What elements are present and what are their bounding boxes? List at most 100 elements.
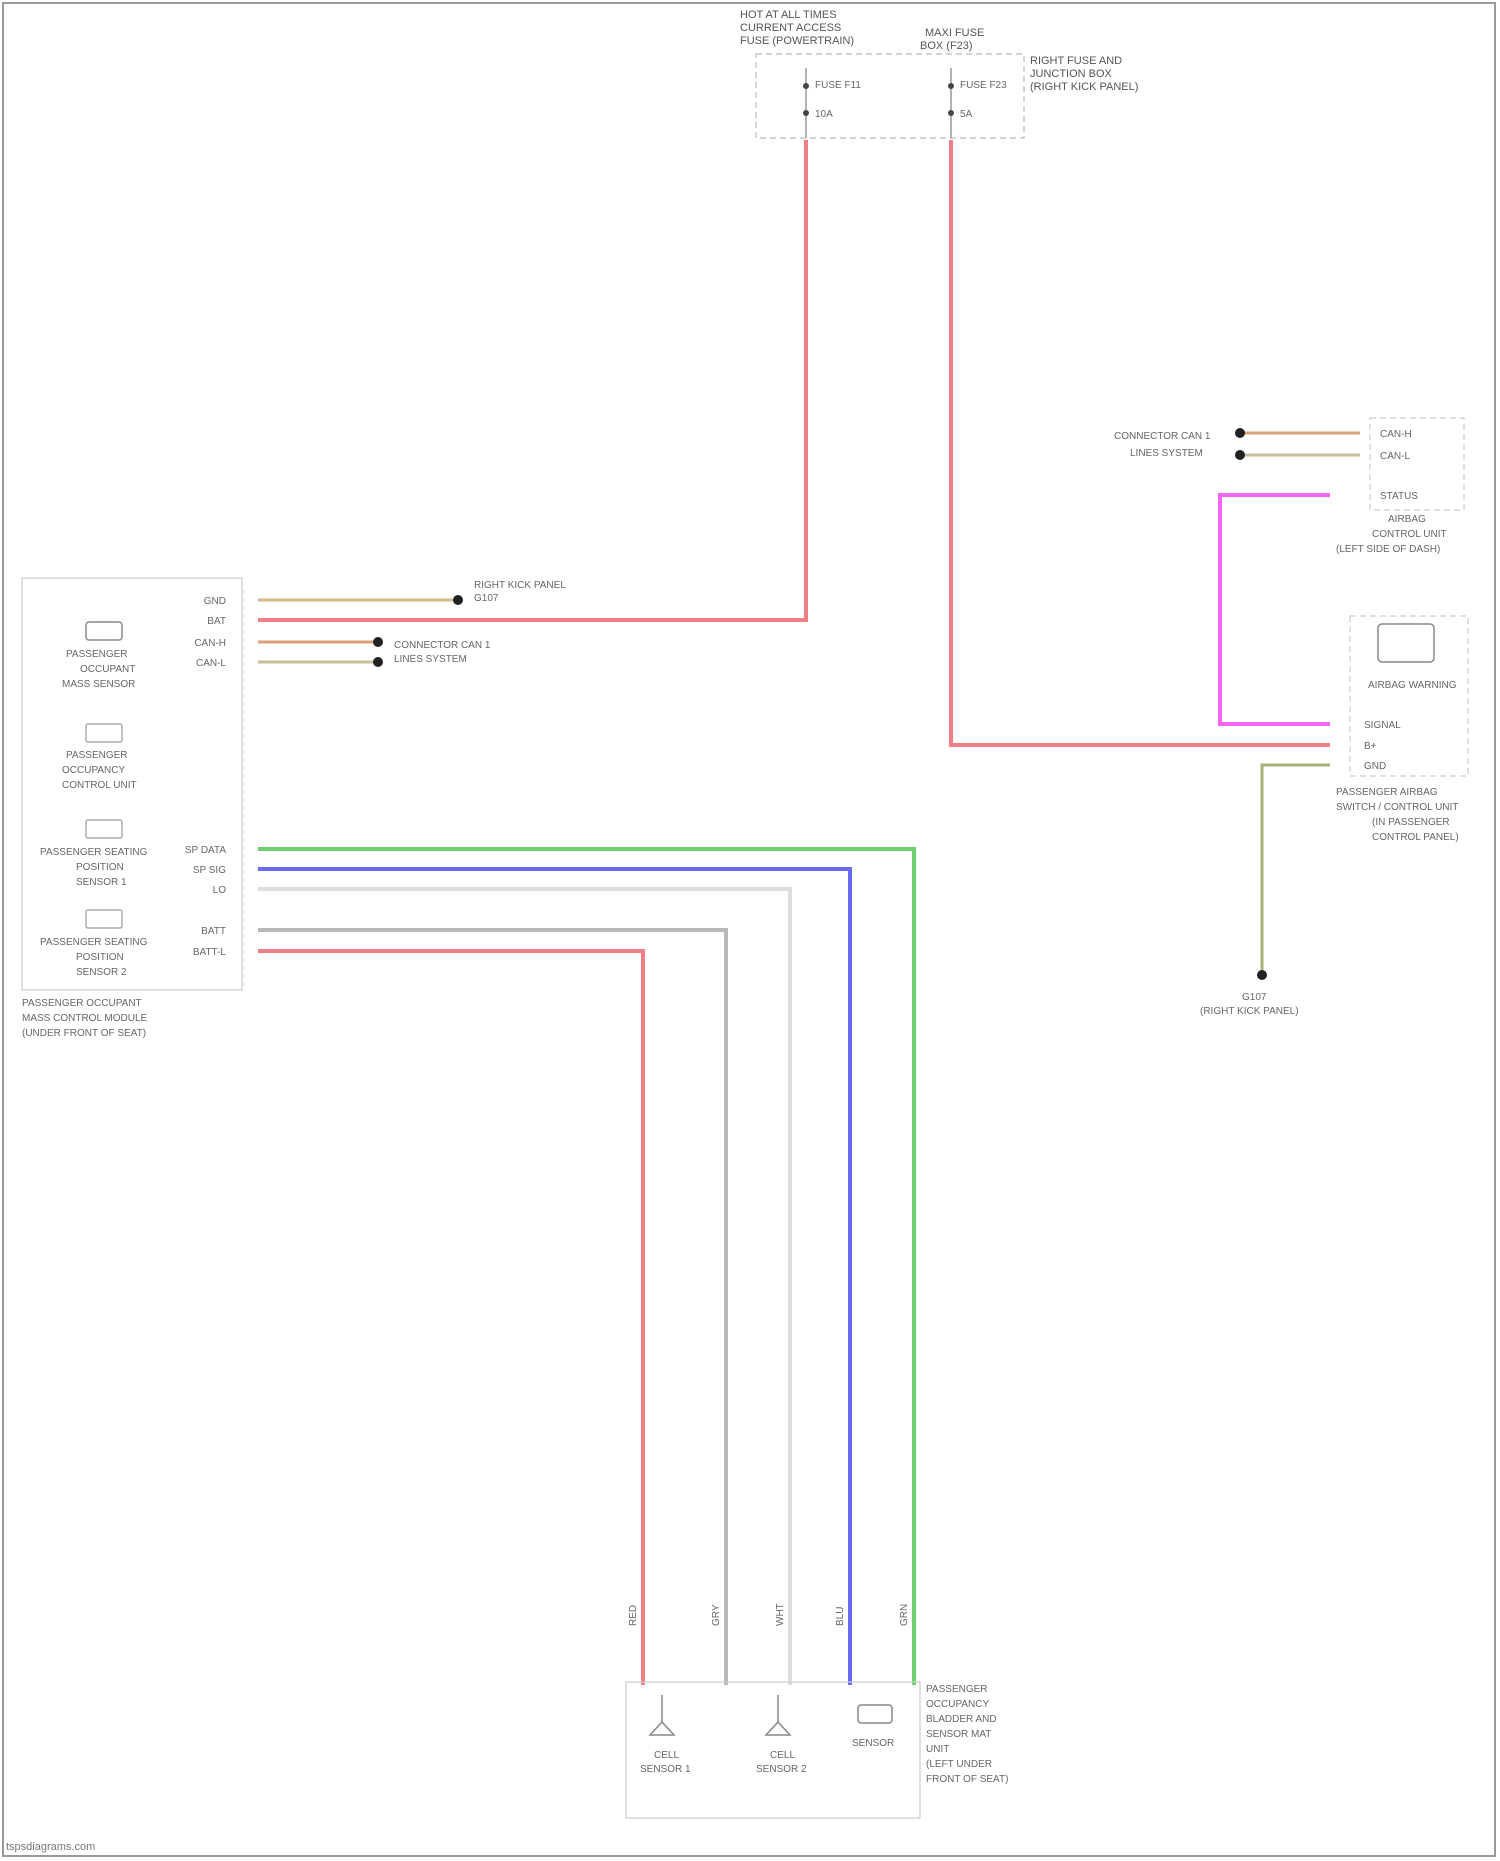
left-module-caption-2: MASS CONTROL MODULE [22,1013,148,1024]
right-top-caption-2: CONTROL UNIT [1372,529,1447,540]
top-fuse-block: HOT AT ALL TIMES CURRENT ACCESS FUSE (PO… [740,9,1138,138]
ground-bottom-label-1: G107 [1242,992,1267,1003]
bottom-caption-3: BLADDER AND [926,1714,997,1725]
fuse-box-location-3: (RIGHT KICK PANEL) [1030,81,1138,93]
ground-label-2: G107 [474,593,499,604]
wire-blue [258,869,850,1685]
fuse-right-node-2 [948,110,954,116]
left-module-caption-1: PASSENGER OCCUPANT [22,998,142,1009]
fuse-right-title-2: BOX (F23) [920,40,973,52]
can-right-label-1: CONNECTOR CAN 1 [1114,431,1211,442]
can-l-right-node [1235,450,1245,460]
wire-gray [258,930,726,1685]
left-comp-3-line-2: POSITION [76,862,124,873]
left-pin-bat: BAT [207,616,226,627]
right-mid-caption-3: (IN PASSENGER [1372,817,1450,828]
left-module-caption-3: (UNDER FRONT OF SEAT) [22,1028,146,1039]
wires [258,140,1360,1685]
pressure-sensor-icon [766,1722,790,1735]
ground-bottom-label-2: (RIGHT KICK PANEL) [1200,1006,1299,1017]
left-comp-4-line-3: SENSOR 2 [76,967,127,978]
can-h-left-node [373,637,383,647]
left-comp-3-line-3: SENSOR 1 [76,877,127,888]
left-comp-2-line-3: CONTROL UNIT [62,780,137,791]
left-pin-batt: BATT [201,926,226,937]
right-mid-outline [1350,616,1468,776]
wire-pink-status [1220,495,1330,724]
fuse-left-title-1: HOT AT ALL TIMES [740,9,837,21]
right-top-pin-1: CAN-H [1380,429,1412,440]
bottom-wire-tag-gray: GRY [711,1604,722,1626]
bottom-comp-1-line-1: CELL [654,1750,679,1761]
bottom-caption-5: UNIT [926,1744,949,1755]
wire-green [258,849,914,1685]
bottom-caption-7: FRONT OF SEAT) [926,1774,1008,1785]
right-mid-pin-2: B+ [1364,741,1377,752]
module-icon [86,724,122,742]
can-left-label-1: CONNECTOR CAN 1 [394,640,491,651]
ground-label-1: RIGHT KICK PANEL [474,580,566,591]
fuse-left-node [803,83,809,89]
fuse-box-outline [756,54,1024,138]
bottom-caption-4: SENSOR MAT [926,1729,991,1740]
right-mid-module: AIRBAG WARNING SIGNAL B+ GND PASSENGER A… [1336,616,1468,843]
right-mid-caption-1: PASSENGER AIRBAG [1336,787,1438,798]
right-mid-caption-4: CONTROL PANEL) [1372,832,1459,843]
left-comp-2-line-2: OCCUPANCY [62,765,125,776]
wire-white [258,889,790,1685]
right-mid-caption-2: SWITCH / CONTROL UNIT [1336,802,1458,813]
bottom-comp-2-line-2: SENSOR 2 [756,1764,807,1775]
wire-olive-ground [1262,765,1330,975]
fuse-right-title-1: MAXI FUSE [925,27,984,39]
bottom-comp-2-line-1: CELL [770,1750,795,1761]
bottom-wire-tag-red: RED [628,1605,639,1626]
bottom-comp-1-line-2: SENSOR 1 [640,1764,691,1775]
can-right-label-2: LINES SYSTEM [1130,448,1203,459]
sensor-icon [858,1705,892,1723]
wire-red-batt [951,140,1330,745]
left-comp-4-line-1: PASSENGER SEATING [40,937,148,948]
right-mid-pin-1: SIGNAL [1364,720,1401,731]
bottom-comp-3-line-1: SENSOR [852,1738,894,1749]
right-top-pin-2: CAN-L [1380,451,1410,462]
module-icon [86,910,122,928]
bottom-caption-1: PASSENGER [926,1684,988,1695]
fuse-left-title-3: FUSE (POWERTRAIN) [740,35,854,47]
fuse-box-location-2: JUNCTION BOX [1030,68,1113,80]
module-icon [86,820,122,838]
left-pin-can-h: CAN-H [194,638,226,649]
left-comp-4-line-2: POSITION [76,952,124,963]
ground-bottom-node [1257,970,1267,980]
right-mid-pin-3: GND [1364,761,1386,772]
wire-red-low [258,951,643,1685]
left-comp-1-line-1: PASSENGER [66,649,128,660]
right-top-module: CAN-H CAN-L STATUS AIRBAG CONTROL UNIT (… [1336,418,1464,555]
right-top-caption-1: AIRBAG [1388,514,1426,525]
left-control-module: PASSENGER OCCUPANT MASS SENSOR PASSENGER… [22,578,244,1039]
fuse-right-amp: 5A [960,109,973,120]
left-pin-batt-l: BATT-L [193,947,227,958]
wire-red-power [258,140,806,620]
fuse-left-amp: 10A [815,109,833,120]
bottom-caption-2: OCCUPANCY [926,1699,989,1710]
footer-credit: tspsdiagrams.com [6,1841,95,1853]
left-pin-can-l: CAN-L [196,658,226,669]
fuse-right-label: FUSE F23 [960,80,1007,91]
fuse-right-node [948,83,954,89]
bottom-sensor-module: CELL SENSOR 1 CELL SENSOR 2 SENSOR RED G… [626,1603,1008,1818]
left-comp-1-line-2: OCCUPANT [80,664,135,675]
left-pin-sp-sig: SP SIG [193,865,226,876]
fuse-box-location-1: RIGHT FUSE AND [1030,55,1122,67]
bottom-wire-tag-white: WHT [775,1603,786,1626]
fuse-left-title-2: CURRENT ACCESS [740,22,841,34]
left-pin-gnd: GND [204,596,226,607]
fuse-left-node-2 [803,110,809,116]
pressure-sensor-icon [650,1722,674,1735]
bottom-caption-6: (LEFT UNDER [926,1759,992,1770]
right-mid-title: AIRBAG WARNING [1368,680,1457,691]
can-left-label-2: LINES SYSTEM [394,654,467,665]
left-comp-3-line-1: PASSENGER SEATING [40,847,148,858]
left-comp-1-line-3: MASS SENSOR [62,679,135,690]
bottom-wire-tag-blue: BLU [835,1607,846,1626]
